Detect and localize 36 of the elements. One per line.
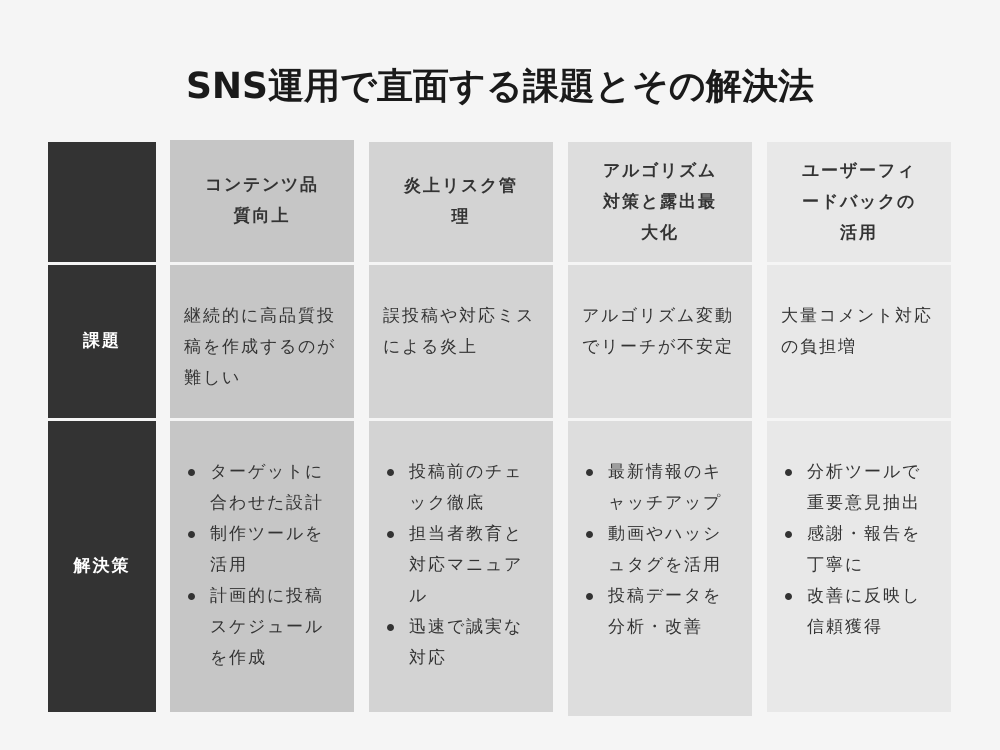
cell-text: 大量コメント対応の負担増 xyxy=(781,305,934,359)
bullet-item: 感謝・報告を丁寧に xyxy=(781,519,931,581)
bullet-item: 動画やハッシュタグを活用 xyxy=(582,519,732,581)
bullet-item: 投稿前のチェック徹底 xyxy=(383,457,533,519)
table-cell xyxy=(369,421,553,712)
column-header-cell xyxy=(170,140,354,262)
table-cell xyxy=(568,421,752,716)
bullet-item: 最新情報のキャッチアップ xyxy=(582,457,732,519)
cell-text: 誤投稿や対応ミスによる炎上 xyxy=(383,305,536,359)
title: SNS運用で直面する課題とその解決法 xyxy=(185,65,815,109)
table-cell xyxy=(767,421,951,712)
table-cell xyxy=(568,265,752,418)
bullet-item: 制作ツールを活用 xyxy=(184,519,334,581)
column-heading: コンテンツ品質向上 xyxy=(204,174,320,228)
column-heading: アルゴリズム対策と露出最大化 xyxy=(602,160,718,244)
row-header-cell xyxy=(48,421,156,712)
column-header-cell xyxy=(369,142,553,262)
cell-text: 継続的に高品質投稿を作成するのが難しい xyxy=(184,305,337,390)
row-label: 解決策 xyxy=(74,555,130,578)
table-cell xyxy=(170,265,354,418)
column-header-cell xyxy=(568,142,752,262)
bullet-item: 担当者教育と対応マニュアル xyxy=(383,519,533,612)
cell-text: アルゴリズム変動でリーチが不安定 xyxy=(582,305,735,359)
bullet-item: ターゲットに合わせた設計 xyxy=(184,457,334,519)
column-heading: 炎上リスク管理 xyxy=(402,175,519,229)
bullet-item: 改善に反映し信頼獲得 xyxy=(781,581,931,643)
corner-cell xyxy=(48,142,156,262)
table-cell xyxy=(170,421,354,712)
bullet-item: 計画的に投稿スケジュールを作成 xyxy=(184,581,334,674)
column-heading: ユーザーフィードバックの活用 xyxy=(801,160,917,244)
bullet-item: 迅速で誠実な対応 xyxy=(383,612,533,674)
row-label: 課題 xyxy=(83,330,121,353)
bullet-item: 投稿データを分析・改善 xyxy=(582,581,732,643)
bullet-item: 分析ツールで重要意見抽出 xyxy=(781,457,931,519)
table-cell xyxy=(369,265,553,418)
row-header-cell xyxy=(48,265,156,418)
